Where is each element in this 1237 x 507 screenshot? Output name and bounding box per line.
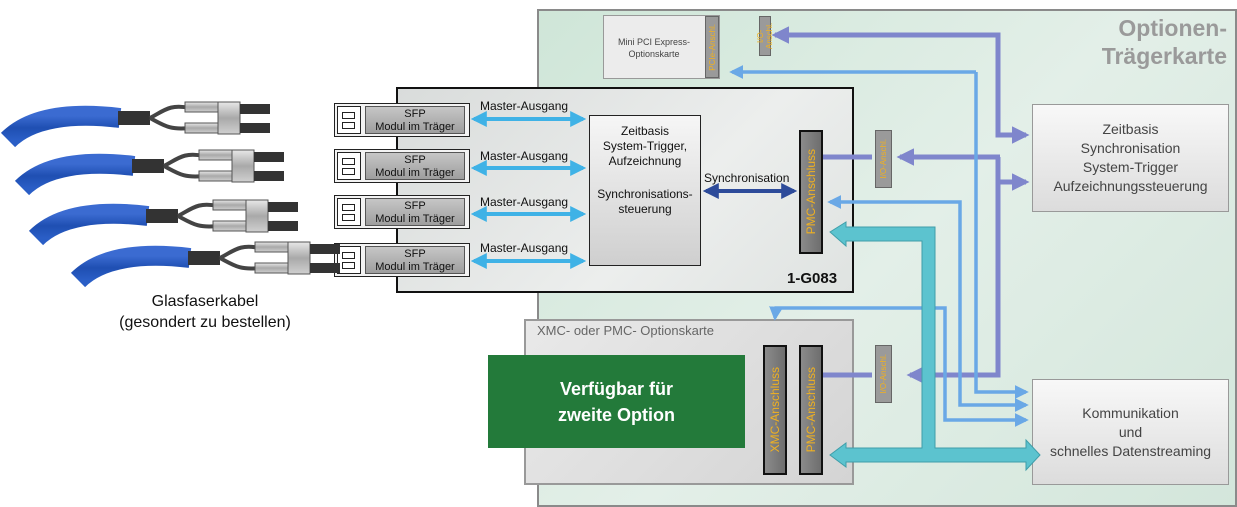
timebase-line3: Aufzeichnung xyxy=(608,154,682,168)
option-card-label: XMC- oder PMC- Optionskarte xyxy=(537,323,714,338)
communication-line2: und xyxy=(1118,423,1143,440)
communication-box: Kommunikation und schnelles Datenstreami… xyxy=(1032,379,1229,485)
timebase-control-box: Zeitbasis System-Trigger, Aufzeichnung S… xyxy=(589,115,701,266)
mini-pci-io-connector: I/O-Anschl. xyxy=(756,16,774,56)
synchronisation-label: Synchronisation xyxy=(704,171,790,185)
mini-pci-label: Mini PCI Express- Optionskarte xyxy=(606,36,702,60)
sfp-port-icon xyxy=(337,198,361,226)
sfp-line1: SFP xyxy=(404,154,426,166)
available-line2: zweite Option xyxy=(558,404,675,425)
fiber-cable-icon xyxy=(0,101,340,288)
sfp-line1: SFP xyxy=(404,200,426,212)
sfp-line1: SFP xyxy=(404,248,426,260)
mini-pci-label-line1: Mini PCI Express- xyxy=(617,37,690,47)
sfp-port-icon xyxy=(337,152,361,180)
blue-bus xyxy=(729,65,1029,427)
master-output-label-4: Master-Ausgang xyxy=(480,241,569,255)
sfp-port-icon xyxy=(337,246,361,274)
timebase-sync-box: Zeitbasis Synchronisation System-Trigger… xyxy=(1032,104,1229,212)
mini-pci-connector: PCIe-Anschl. xyxy=(705,16,719,78)
master-output-label-1: Master-Ausgang xyxy=(480,99,569,113)
master-output-label-2: Master-Ausgang xyxy=(480,149,569,163)
timebase-sync-line1: Zeitbasis xyxy=(1102,121,1159,137)
mini-pci-card xyxy=(603,15,720,79)
sfp-port-icon xyxy=(337,106,361,134)
timebase-line4: Synchronisations- xyxy=(597,187,693,201)
available-second-option: Verfügbar für zweite Option xyxy=(488,355,745,448)
timebase-line1: Zeitbasis xyxy=(620,124,670,138)
timebase-line5: steuerung xyxy=(618,202,672,216)
available-line1: Verfügbar für xyxy=(559,378,674,399)
sfp-line2: Modul im Träger xyxy=(375,167,455,179)
timebase-sync-line2: Synchronisation xyxy=(1080,140,1181,156)
sfp-line1: SFP xyxy=(404,108,426,120)
sfp-line2: Modul im Träger xyxy=(375,213,455,225)
sfp-line2: Modul im Träger xyxy=(375,261,455,273)
communication-line1: Kommunikation xyxy=(1082,404,1179,421)
timebase-sync-line3: System-Trigger xyxy=(1082,159,1179,175)
carrier-title: Optionen- Trägerkarte xyxy=(1101,15,1227,69)
master-output-label-3: Master-Ausgang xyxy=(480,195,569,209)
teal-bus xyxy=(829,221,1041,472)
timebase-sync-line4: Aufzeichnungssteuerung xyxy=(1053,178,1208,194)
main-board-label: 1-G083 xyxy=(787,270,838,287)
mini-pci-label-line2: Optionskarte xyxy=(628,49,680,59)
fiber-cable-line2: (gesondert zu bestellen) xyxy=(119,314,291,331)
fiber-cable-line1: Glasfaserkabel xyxy=(151,293,259,310)
fiber-cable-label: Glasfaserkabel (gesondert zu bestellen) xyxy=(84,291,326,333)
communication-line3: schnelles Datenstreaming xyxy=(1049,442,1212,459)
timebase-line2: System-Trigger, xyxy=(602,139,688,153)
pmc-connector-main: PMC-Anschluss xyxy=(799,130,823,254)
sfp-line2: Modul im Träger xyxy=(375,121,455,133)
purple-bus xyxy=(771,26,1030,384)
